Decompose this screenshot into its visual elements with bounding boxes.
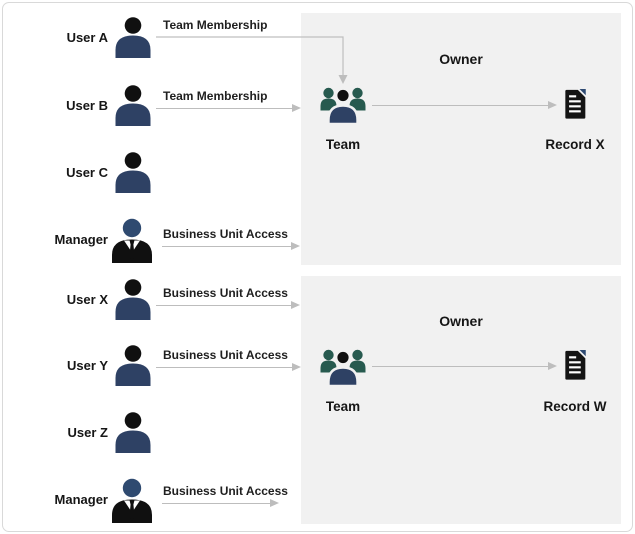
manager-icon bbox=[110, 218, 154, 263]
arrow-label: Team Membership bbox=[163, 18, 268, 32]
user-icon bbox=[114, 85, 152, 126]
user-name-label: User C bbox=[66, 165, 108, 180]
owner-group-record-x: Owner Team Record X bbox=[301, 13, 621, 265]
owner-label: Owner bbox=[439, 313, 483, 329]
record-icon bbox=[562, 89, 587, 119]
access-arrow bbox=[162, 499, 279, 507]
user-icon bbox=[114, 345, 152, 386]
user-name-label: User X bbox=[66, 292, 108, 307]
arrow-label: Business Unit Access bbox=[163, 484, 288, 498]
record-icon bbox=[562, 350, 587, 380]
arrow-label: Business Unit Access bbox=[163, 348, 288, 362]
manager-name-label: Manager bbox=[54, 492, 108, 507]
access-arrow bbox=[156, 363, 301, 371]
membership-arrow bbox=[156, 104, 301, 112]
record-label: Record X bbox=[545, 137, 605, 152]
team-icon bbox=[320, 346, 366, 386]
team-label: Team bbox=[325, 137, 361, 152]
owner-label: Owner bbox=[439, 51, 483, 67]
user-name-label: User B bbox=[66, 98, 108, 113]
record-label: Record W bbox=[543, 399, 607, 414]
user-name-label: User Z bbox=[67, 425, 108, 440]
team-icon bbox=[320, 84, 366, 124]
arrow-label: Business Unit Access bbox=[163, 227, 288, 241]
manager-name-label: Manager bbox=[54, 232, 108, 247]
arrow-label: Business Unit Access bbox=[163, 286, 288, 300]
manager-icon bbox=[110, 478, 154, 523]
team-label: Team bbox=[325, 399, 361, 414]
user-name-label: User Y bbox=[67, 358, 108, 373]
access-arrow bbox=[162, 242, 300, 250]
owner-group-record-w: Owner Team Record W bbox=[301, 276, 621, 524]
user-icon bbox=[114, 17, 152, 58]
membership-arrow-bent bbox=[156, 36, 348, 84]
user-icon bbox=[114, 279, 152, 320]
user-icon bbox=[114, 152, 152, 193]
access-arrow bbox=[156, 301, 300, 309]
user-icon bbox=[114, 412, 152, 453]
owner-arrow bbox=[372, 362, 557, 370]
owner-arrow bbox=[372, 101, 557, 109]
user-name-label: User A bbox=[66, 30, 108, 45]
arrow-label: Team Membership bbox=[163, 89, 268, 103]
